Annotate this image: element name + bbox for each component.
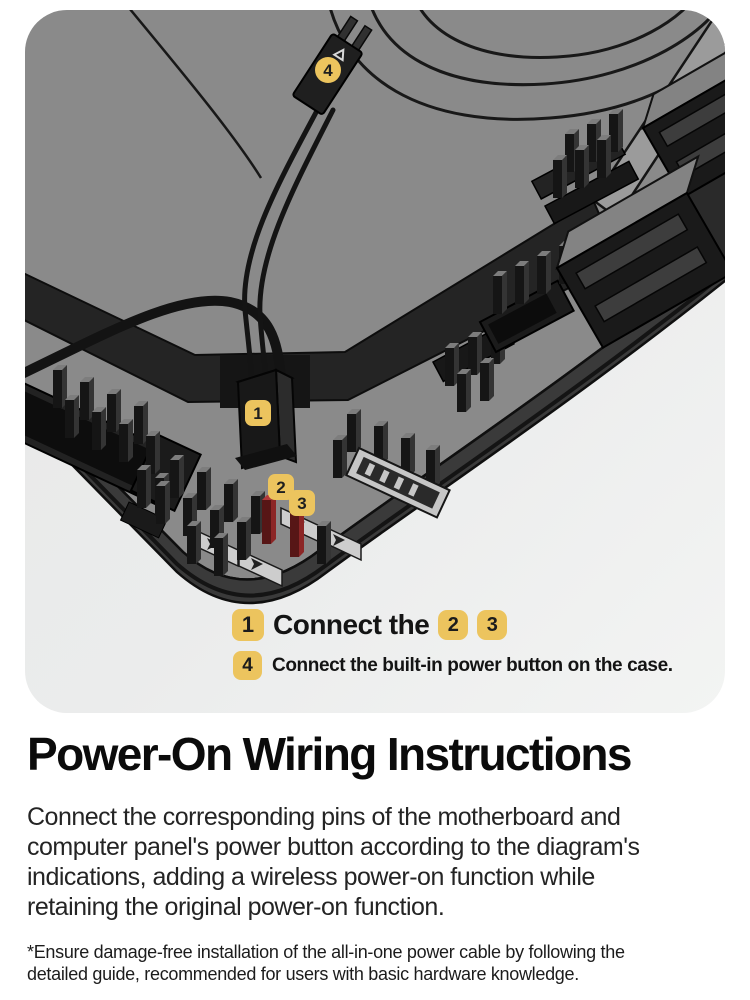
power-button-wires	[242, 102, 336, 387]
thick-power-cable	[25, 295, 286, 387]
footnote-line: *Ensure damage-free installation of the …	[27, 941, 625, 962]
fan-header	[478, 241, 576, 354]
marker-2-badge: 2	[268, 474, 294, 500]
description-paragraph: Connect the corresponding pins of the mo…	[27, 802, 723, 922]
page-title: Power-On Wiring Instructions	[27, 728, 633, 780]
power-pin-red-2	[262, 495, 276, 544]
step-1-text: Connect the	[273, 609, 430, 640]
description-line: retaining the original power-on function…	[27, 892, 445, 921]
step-2-text: Connect the built-in power button on the…	[272, 654, 673, 676]
svg-text:2: 2	[276, 478, 285, 497]
step-1-number-badge: 1	[232, 609, 264, 641]
description-line: indications, adding a wireless power-on …	[27, 862, 595, 891]
front-panel-pins	[156, 455, 362, 588]
usb-header	[333, 409, 451, 519]
motherboard-board	[25, 10, 725, 605]
illustration-card: 1 2 3 4 1 Connect the 2 3 4 Connect th	[25, 10, 725, 713]
marker-4-badge: 4	[315, 57, 341, 83]
svg-text:3: 3	[297, 494, 306, 513]
sata-ports	[555, 27, 725, 350]
pin-header-top-right	[530, 109, 640, 225]
marker-1-badge: 1	[245, 400, 271, 426]
svg-text:1: 1	[253, 404, 262, 423]
step-1-row: 1 Connect the 2 3	[232, 609, 508, 641]
step-2-number-badge: 4	[233, 651, 262, 680]
step-1-pin-2-badge: 2	[438, 610, 469, 640]
step-1-pin-3-badge: 3	[477, 610, 508, 640]
text-section: Power-On Wiring Instructions Connect the…	[0, 719, 750, 985]
footnote: *Ensure damage-free installation of the …	[27, 941, 723, 985]
step-2-row: 4 Connect the built-in power button on t…	[233, 651, 673, 680]
svg-text:4: 4	[323, 61, 333, 80]
motherboard-illustration: 1 2 3 4	[25, 10, 725, 605]
description-line: computer panel's power button according …	[27, 832, 640, 861]
description-line: Connect the corresponding pins of the mo…	[27, 802, 621, 831]
footnote-line: detailed guide, recommended for users wi…	[27, 963, 579, 984]
marker-3-badge: 3	[289, 490, 315, 516]
